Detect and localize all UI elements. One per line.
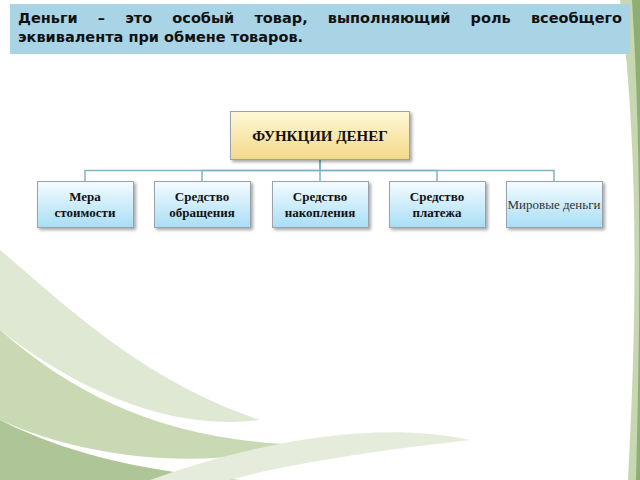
function-box: Средство платежа bbox=[389, 181, 486, 228]
function-box: Мера стоимости bbox=[37, 181, 134, 228]
swoosh bbox=[620, 0, 640, 480]
swoosh bbox=[632, 0, 640, 480]
tree-connector bbox=[320, 160, 554, 181]
swoosh bbox=[150, 432, 470, 480]
swoosh bbox=[0, 330, 300, 459]
box-label: ФУНКЦИИ ДЕНЕГ bbox=[252, 127, 388, 145]
slide-heading: Деньги – это особый товар, выполняющий р… bbox=[18, 9, 622, 47]
function-box: Средство накопления bbox=[272, 181, 369, 228]
tree-connector bbox=[202, 160, 320, 181]
box-label: Средство накопления bbox=[273, 189, 368, 221]
box-label: Средство платежа bbox=[390, 189, 485, 221]
box-label: Средство обращения bbox=[155, 189, 250, 221]
box-label: Мера стоимости bbox=[38, 189, 133, 221]
box-label: Мировые деньги bbox=[508, 197, 601, 213]
function-box: Мировые деньги bbox=[506, 181, 603, 228]
function-box: Средство обращения bbox=[154, 181, 251, 228]
root-box: ФУНКЦИИ ДЕНЕГ bbox=[230, 111, 410, 160]
header-band: Деньги – это особый товар, выполняющий р… bbox=[10, 4, 630, 54]
tree-connector bbox=[85, 160, 320, 181]
